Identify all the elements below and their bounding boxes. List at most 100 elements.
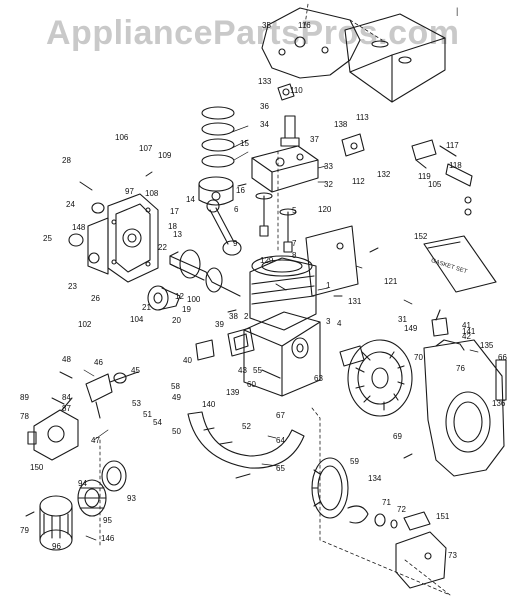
callout-152: 152 (414, 232, 428, 241)
starter-parts (347, 505, 398, 529)
callout-19: 19 (182, 305, 191, 314)
screws (25, 171, 413, 517)
callout-50: 50 (172, 427, 181, 436)
callout-7: 7 (292, 239, 297, 248)
callout-42: 42 (462, 332, 471, 341)
callout-78: 78 (20, 412, 29, 421)
callout-37: 37 (310, 135, 319, 144)
callout-14: 14 (186, 195, 195, 204)
callout-53: 53 (132, 399, 141, 408)
callout-25: 25 (43, 234, 52, 243)
callout-139: 139 (226, 388, 240, 397)
callout-73: 73 (448, 551, 457, 560)
callout-134: 134 (368, 474, 382, 483)
callout-65: 65 (276, 464, 285, 473)
callout-47: 47 (91, 436, 100, 445)
callout-150: 150 (30, 463, 44, 472)
callout-9: 9 (233, 239, 238, 248)
muffler (39, 495, 73, 551)
callout-79: 79 (20, 526, 29, 535)
callout-94: 94 (78, 479, 87, 488)
callout-1: 1 (326, 281, 331, 290)
cover-plate (261, 7, 361, 79)
callout-105: 105 (428, 180, 442, 189)
seals (68, 202, 105, 264)
callout-106: 106 (115, 133, 129, 142)
valves (255, 192, 297, 253)
callout-23: 23 (68, 282, 77, 291)
callout-113: 113 (356, 113, 369, 122)
connecting-rod (206, 199, 242, 256)
callout-116: 116 (298, 21, 311, 30)
breather-plate (195, 327, 255, 361)
piston-rings (201, 106, 235, 168)
callout-52: 52 (242, 422, 251, 431)
callout-112: 112 (352, 177, 365, 186)
crankcase-cover (87, 193, 159, 283)
blower-housing (423, 339, 507, 477)
callout-84: 84 (62, 393, 71, 402)
governor-linkage (85, 371, 139, 419)
base-plate (187, 411, 305, 469)
air-tank (344, 13, 446, 103)
callout-58: 58 (171, 382, 180, 391)
callout-13: 13 (173, 230, 182, 239)
watermark: AppliancePartsPros.com (46, 14, 460, 52)
callout-40: 40 (183, 356, 192, 365)
callout-16: 16 (236, 186, 245, 195)
callout-140: 140 (202, 400, 216, 409)
piston (198, 176, 234, 206)
callout-100: 100 (187, 295, 201, 304)
callout-72: 72 (397, 505, 406, 514)
callout-34: 34 (260, 120, 269, 129)
callout-33: 33 (324, 162, 333, 171)
callout-104: 104 (130, 315, 144, 324)
callout-93: 93 (127, 494, 136, 503)
callout-148: 148 (72, 223, 86, 232)
callout-109: 109 (158, 151, 172, 160)
carburetor (27, 397, 79, 461)
callout-135: 135 (480, 341, 494, 350)
callout-20: 20 (172, 316, 181, 325)
callout-87: 87 (62, 404, 71, 413)
air-filter (77, 460, 127, 517)
callout-45: 45 (131, 366, 140, 375)
callout-110: 110 (290, 86, 303, 95)
callout-4: 4 (337, 319, 342, 328)
gasket-set-card (423, 235, 497, 293)
callout-69: 69 (393, 432, 402, 441)
callout-12: 12 (175, 292, 184, 301)
cylinder-block (243, 255, 321, 397)
callout-102: 102 (78, 320, 92, 329)
callout-2: 2 (244, 312, 249, 321)
callout-43: 43 (238, 366, 247, 375)
callout-54: 54 (153, 418, 162, 427)
callout-17: 17 (170, 207, 179, 216)
callout-31: 31 (398, 315, 407, 324)
callout-39: 39 (215, 320, 224, 329)
valve-plate (251, 145, 319, 193)
callout-24: 24 (66, 200, 75, 209)
callout-117: 117 (446, 141, 459, 150)
callout-70: 70 (414, 353, 423, 362)
fitting-stack (280, 115, 300, 147)
valve-110 (277, 83, 295, 101)
callout-49: 49 (172, 393, 181, 402)
guide-lines (99, 3, 451, 596)
callout-63: 63 (314, 374, 323, 383)
callout-136: 136 (492, 399, 506, 408)
flywheel (339, 339, 413, 417)
callout-41: 41 (462, 321, 471, 330)
callout-97: 97 (125, 187, 134, 196)
gasket-121 (305, 225, 359, 297)
callout-67: 67 (276, 411, 285, 420)
callout-35: 35 (262, 21, 271, 30)
callout-36: 36 (260, 102, 269, 111)
callout-38: 38 (229, 312, 238, 321)
mount-bracket (395, 511, 447, 589)
callout-131: 131 (348, 297, 362, 306)
corner-mark: | (456, 6, 459, 16)
callout-121: 121 (384, 277, 398, 286)
callout-22: 22 (158, 243, 167, 252)
callout-5: 5 (292, 206, 297, 215)
